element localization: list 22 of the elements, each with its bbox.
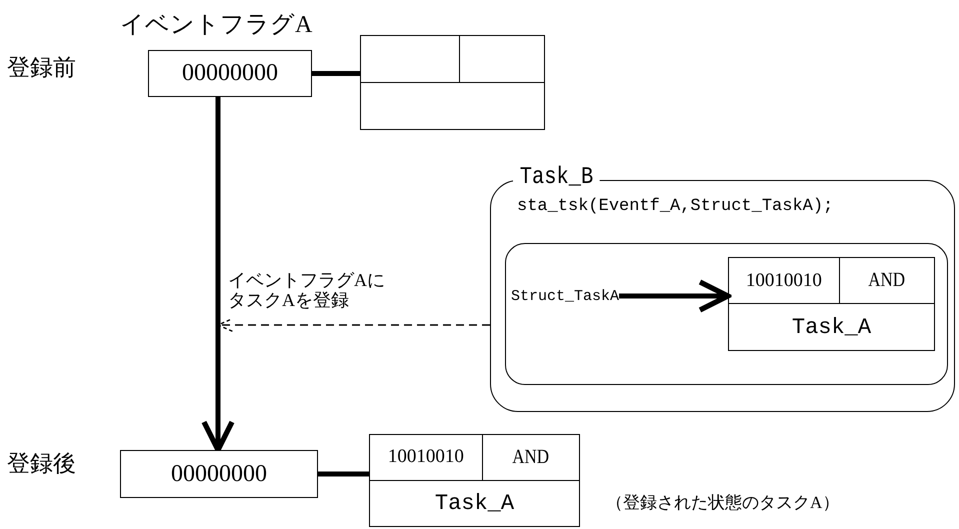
mode-text: AND — [512, 446, 550, 469]
code-text: sta_tsk(Eventf_A,Struct_TaskA); — [517, 197, 834, 216]
bit-pattern: 10010010 — [388, 446, 464, 468]
mode-text: AND — [868, 269, 906, 292]
state-label: 登録前 — [7, 54, 76, 82]
state-label: 登録後 — [7, 450, 76, 478]
note-text: （登録された状態のタスクA） — [606, 492, 840, 514]
task-name: Task_A — [792, 314, 872, 340]
register-box: 00000000 — [120, 450, 318, 498]
task-control-block — [369, 434, 580, 527]
connector-line — [318, 472, 369, 476]
task-name: Task_A — [434, 490, 514, 516]
arrow — [201, 97, 235, 453]
register-box: 00000000 — [148, 50, 312, 97]
bit-pattern: 10010010 — [746, 270, 822, 292]
heading-text: イベントフラグA — [120, 11, 312, 40]
struct-label: Struct_TaskA — [511, 282, 620, 310]
connector-line — [312, 71, 360, 76]
rounded-box — [504, 242, 948, 384]
task-control-block — [728, 257, 935, 351]
arrow — [619, 279, 731, 313]
task-control-block — [360, 35, 545, 130]
